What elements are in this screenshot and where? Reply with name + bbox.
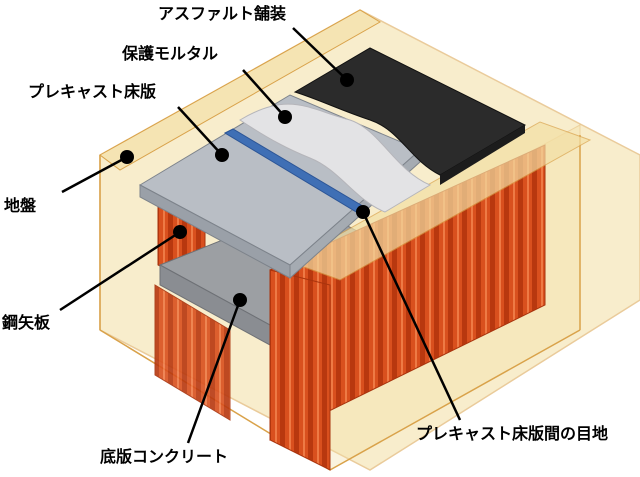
leader-asphalt — [292, 27, 354, 87]
leader-precast — [177, 106, 229, 162]
label-asphalt: アスファルト舗装 — [158, 4, 287, 23]
label-mortar: 保護モルタル — [122, 44, 219, 63]
leader-base-concrete — [186, 293, 247, 444]
label-ground: 地盤 — [4, 196, 37, 215]
leader-steel-sheet — [59, 225, 187, 312]
label-base-concrete: 底版コンクリート — [100, 447, 229, 466]
steel-sheet-right — [269, 144, 546, 471]
label-joint: プレキャスト床版間の目地 — [416, 424, 609, 443]
leader-mortar — [242, 69, 292, 124]
leader-joint — [356, 205, 462, 421]
protective-mortar — [239, 103, 432, 213]
label-steel-sheet: 鋼矢板 — [2, 313, 51, 332]
leader-ground — [61, 150, 134, 194]
label-precast: プレキャスト床版 — [28, 82, 157, 101]
